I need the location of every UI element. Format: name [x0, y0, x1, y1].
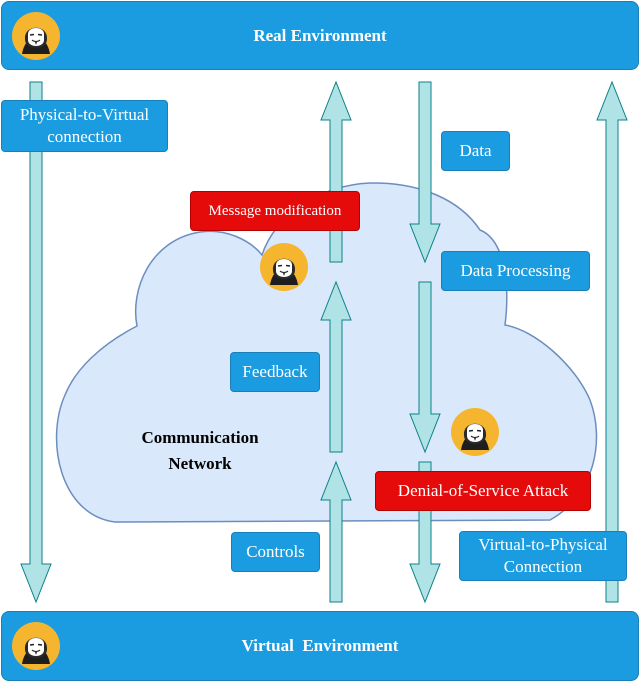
- arrow-controls-up: [320, 460, 352, 603]
- physical-to-virtual-label: Physical-to-Virtual connection: [1, 100, 168, 152]
- arrow-processing-down: [409, 281, 441, 454]
- feedback-label: Feedback: [230, 352, 320, 392]
- cloud-label-line-1: Communication: [141, 428, 259, 447]
- data-label: Data: [441, 131, 510, 171]
- hacker-icon: [260, 243, 308, 291]
- cloud-label-line-2: Network: [168, 454, 232, 473]
- physical-to-virtual-line-1: Physical-to-Virtual: [19, 105, 150, 124]
- data-processing-text: Data Processing: [460, 261, 571, 280]
- virtual-environment-bar: Virtual Environment: [1, 611, 639, 681]
- virtual-environment-title: Virtual Environment: [241, 636, 399, 655]
- communication-network-label: Communication Network: [105, 425, 295, 477]
- denial-of-service-text: Denial-of-Service Attack: [397, 481, 569, 500]
- arrow-physical-to-virtual: [20, 81, 52, 604]
- data-processing-label: Data Processing: [441, 251, 590, 291]
- arrow-feedback-up: [320, 280, 352, 453]
- controls-label: Controls: [231, 532, 320, 572]
- virtual-to-physical-label: Virtual-to-Physical Connection: [459, 531, 627, 581]
- hacker-icon: [12, 622, 60, 670]
- real-environment-bar: Real Environment: [1, 1, 639, 70]
- real-environment-title: Real Environment: [253, 25, 387, 45]
- feedback-text: Feedback: [242, 362, 308, 381]
- denial-of-service-label: Denial-of-Service Attack: [375, 471, 591, 511]
- physical-to-virtual-line-2: connection: [47, 127, 122, 146]
- hacker-icon: [451, 408, 499, 456]
- virtual-to-physical-line-2: Connection: [503, 557, 583, 576]
- message-modification-text: Message modification: [208, 203, 342, 219]
- virtual-to-physical-line-1: Virtual-to-Physical: [478, 535, 608, 554]
- controls-text: Controls: [246, 542, 305, 561]
- data-label-text: Data: [459, 141, 492, 160]
- message-modification-label: Message modification: [190, 191, 360, 231]
- hacker-icon: [12, 12, 60, 60]
- arrow-up-to-real: [320, 80, 352, 263]
- arrow-virtual-to-physical: [596, 80, 628, 603]
- arrow-data-down: [409, 81, 441, 264]
